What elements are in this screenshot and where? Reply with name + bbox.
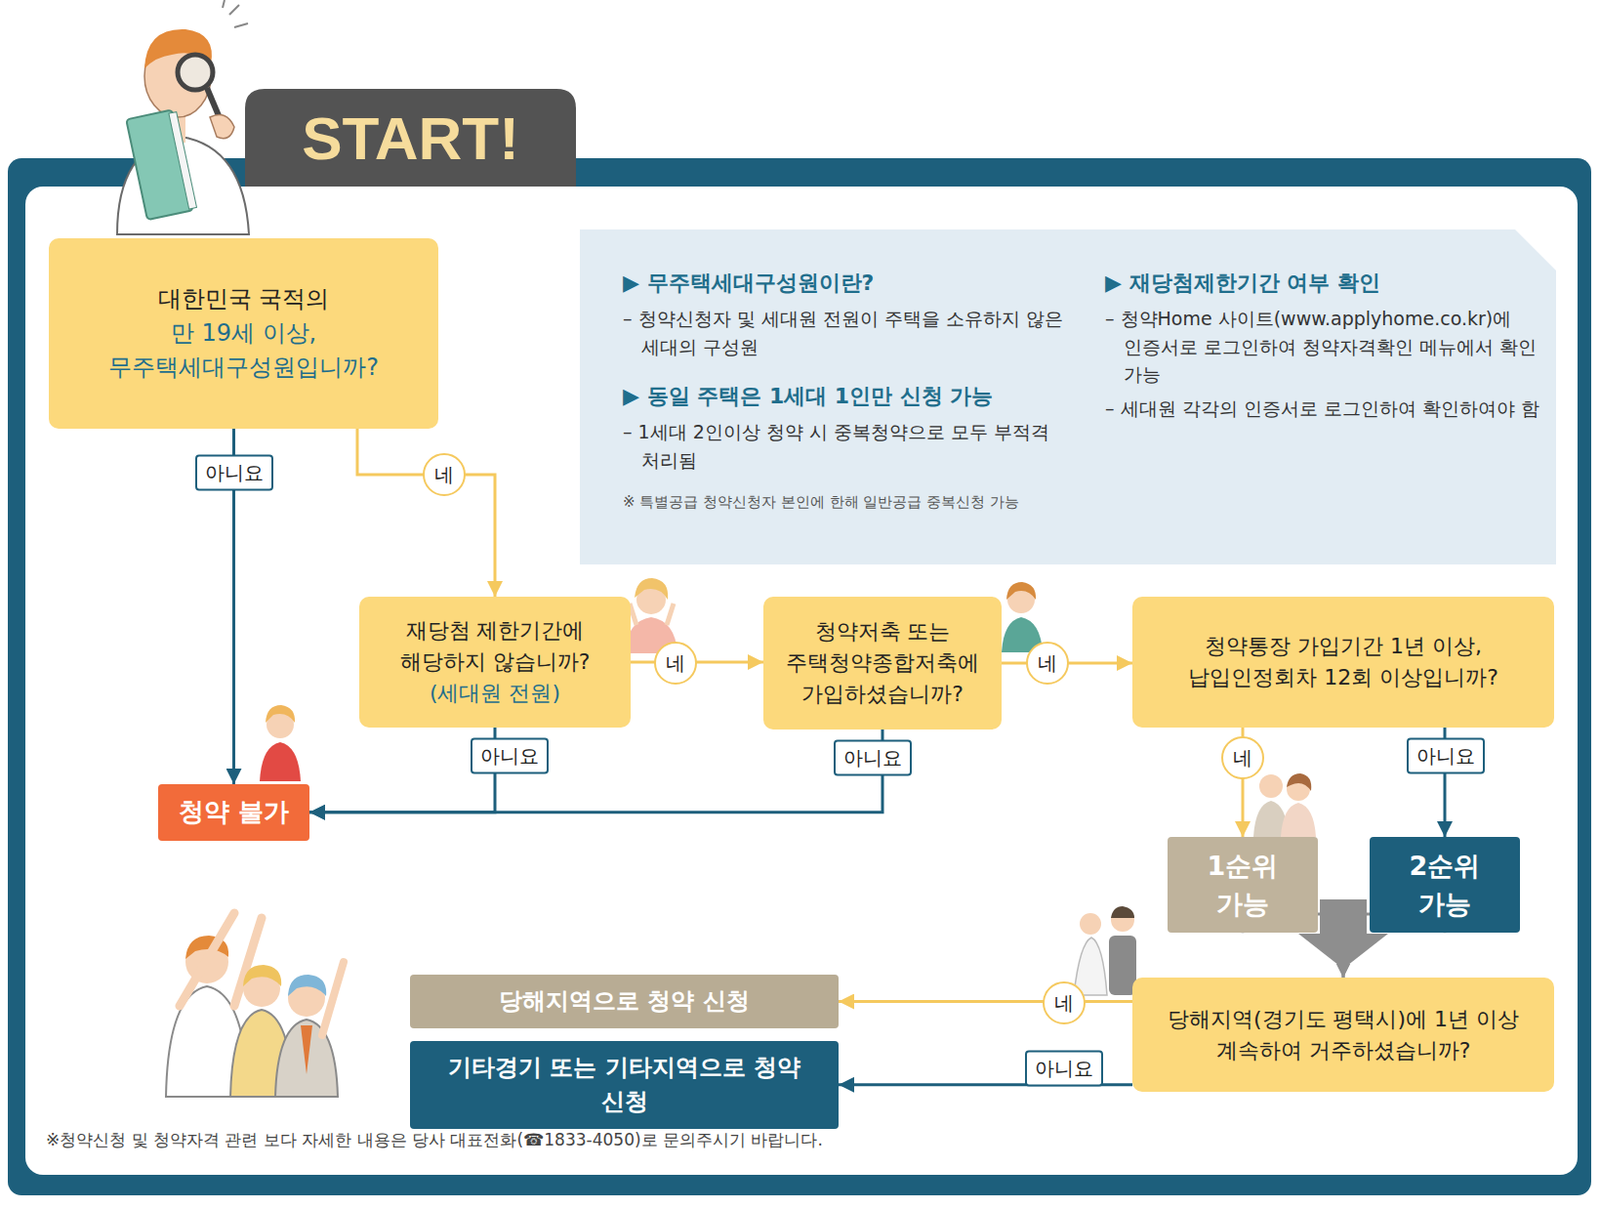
panel-heading: ▶ 무주택세대구성원이란? <box>622 266 1082 299</box>
box-text: 당해지역으로 청약 신청 <box>498 984 750 1019</box>
connector <box>309 729 883 813</box>
deco-shape <box>1006 581 1036 600</box>
panel-body: – 청약Home 사이트(www.applyhome.co.kr)에 인증서로 … <box>1105 304 1546 389</box>
deco-shape <box>1286 773 1312 791</box>
box-text: 대한민국 국적의 <box>158 282 330 317</box>
info-panel: ▶ 무주택세대구성원이란? – 청약신청자 및 세대원 전원이 주택을 소유하지 … <box>579 229 1557 565</box>
panel-heading: ▶ 재당첨제한기간 여부 확인 <box>1105 266 1527 299</box>
deco-shape <box>1280 802 1316 837</box>
connector <box>309 727 495 813</box>
edge-label: 아니요 <box>1406 738 1485 775</box>
deco-shape <box>287 974 327 996</box>
edge-label: 네 <box>1042 981 1086 1025</box>
box-text: 1순위 가능 <box>1183 846 1303 923</box>
connector <box>838 999 1133 1003</box>
deco-shape <box>7 158 1592 1195</box>
start-title: START! <box>245 93 576 182</box>
start-tab <box>245 88 576 187</box>
box-text: 당해지역(경기도 평택시)에 1년 이상 계속하여 거주하셨습니까? <box>1152 1003 1534 1067</box>
box-text: 무주택세대구성원입니까? <box>108 350 379 385</box>
box-text: (세대원 전원) <box>429 677 561 709</box>
box-text: 기타경기 또는 기타지역으로 청약 신청 <box>425 1050 823 1119</box>
result-box: 당해지역으로 청약 신청 <box>410 974 839 1028</box>
deco-shape <box>322 961 344 1035</box>
box-text: 재당첨 제한기간에 해당하지 않습니까? <box>377 615 613 678</box>
panel-body: – 세대원 각각의 인증서로 로그인하여 확인하여야 함 <box>1105 394 1546 423</box>
deco-shape <box>634 577 668 600</box>
panel-body: – 청약신청자 및 세대원 전원이 주택을 소유하지 않은 세대의 구성원 <box>622 304 1101 361</box>
panel-heading: ▶ 동일 주택은 1세대 1인만 신청 가능 <box>622 379 1082 412</box>
man-with-magnifier <box>117 0 249 235</box>
panel-body: – 1세대 2인이상 청약 시 중복청약으로 모두 부적격 처리됨 <box>622 417 1101 474</box>
edge-label: 아니요 <box>1025 1050 1104 1087</box>
decision-box: 청약저축 또는 주택청약종합저축에 가입하셨습니까? <box>763 596 1002 730</box>
box-text: 청약통장 가입기간 1년 이상, 납입인정회차 12회 이상입니까? <box>1162 630 1524 694</box>
small-figure-wedding <box>1073 905 1137 995</box>
decision-box: 당해지역(경기도 평택시)에 1년 이상 계속하여 거주하셨습니까? <box>1132 977 1555 1092</box>
panel-note: ※ 특별공급 청약신청자 본인에 한해 일반공급 중복신청 가능 <box>622 491 1082 514</box>
small-figure-thinking <box>259 704 301 781</box>
deco-shape <box>222 0 248 28</box>
deco-shape <box>243 964 282 986</box>
deco-shape <box>25 186 1578 1175</box>
box-text: 청약저축 또는 주택청약종합저축에 가입하셨습니까? <box>779 615 985 710</box>
edge-label: 네 <box>1025 641 1069 685</box>
box-text: 청약 불가 <box>178 793 289 831</box>
deco-shape <box>629 603 674 625</box>
deco-shape <box>259 741 301 781</box>
deco-shape <box>265 704 295 723</box>
footnote: ※청약신청 및 청약자격 관련 보다 자세한 내용은 당사 대표전화(☎1833… <box>45 1128 1569 1151</box>
deco-shape <box>275 1019 338 1097</box>
result-box: 청약 불가 <box>158 783 310 841</box>
edge-label: 아니요 <box>833 739 912 777</box>
connector <box>630 660 764 664</box>
deco-shape <box>300 1025 313 1074</box>
box-text: 2순위 가능 <box>1385 846 1505 923</box>
edge-label: 네 <box>1221 736 1265 780</box>
result-box: 2순위 가능 <box>1369 836 1520 933</box>
decision-box: 재당첨 제한기간에 해당하지 않습니까?(세대원 전원) <box>359 596 631 728</box>
deco-shape <box>209 115 235 139</box>
edge-label: 아니요 <box>195 454 274 492</box>
edge-label: 네 <box>422 452 466 496</box>
box-text: 만 19세 이상, <box>170 316 317 351</box>
decision-box: 대한민국 국적의만 19세 이상,무주택세대구성원입니까? <box>48 238 439 429</box>
deco-shape <box>125 109 198 221</box>
decision-box: 청약통장 가입기간 1년 이상, 납입인정회차 12회 이상입니까? <box>1132 596 1555 728</box>
edge-label: 아니요 <box>470 738 549 775</box>
deco-shape <box>1110 905 1135 918</box>
frame <box>7 158 1592 1195</box>
small-figure-woman-2 <box>1001 581 1043 653</box>
deco-shape <box>177 54 213 90</box>
deco-shape <box>1259 774 1283 798</box>
deco-shape <box>168 112 198 209</box>
result-box: 기타경기 또는 기타지역으로 청약 신청 <box>410 1040 839 1129</box>
edge-label: 네 <box>654 641 698 685</box>
cheering-group <box>165 912 344 1097</box>
small-figure-couple <box>1253 773 1316 837</box>
result-box: 1순위 가능 <box>1167 836 1318 933</box>
deco-shape <box>1079 912 1102 935</box>
connector <box>357 428 495 597</box>
